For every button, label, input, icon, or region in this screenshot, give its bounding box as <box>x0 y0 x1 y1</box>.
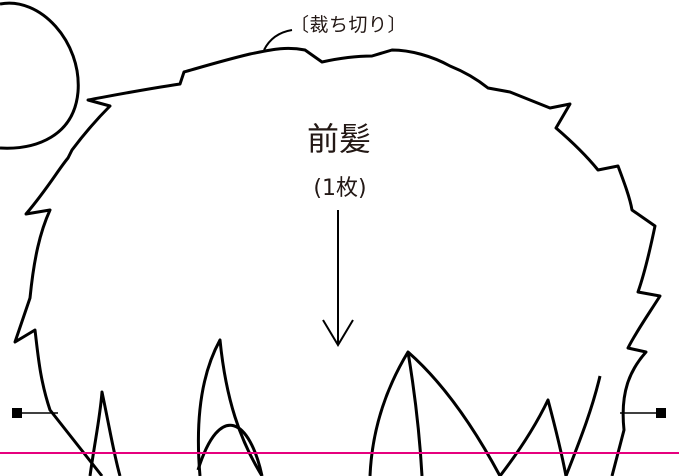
cut-edge-label: 〔裁ち切り〕 <box>290 14 408 36</box>
piece-count: (1枚) <box>313 176 367 201</box>
bang-strand-2 <box>196 338 264 476</box>
bang-strand-1 <box>88 390 122 476</box>
piece-name: 前髪 <box>306 120 371 158</box>
bang-strand-6 <box>498 398 568 476</box>
right-alignment-marker <box>656 408 666 418</box>
left-alignment-marker <box>12 408 22 418</box>
bang-strand-3 <box>196 423 264 476</box>
bang-strand-7 <box>564 375 602 476</box>
adjacent-piece-outline <box>0 1 80 150</box>
grain-arrow-head <box>322 319 354 347</box>
bangs-outline <box>13 46 662 476</box>
bang-strand-4 <box>368 350 424 476</box>
bang-strand-5 <box>407 350 502 476</box>
cut-label-leader <box>263 29 293 51</box>
